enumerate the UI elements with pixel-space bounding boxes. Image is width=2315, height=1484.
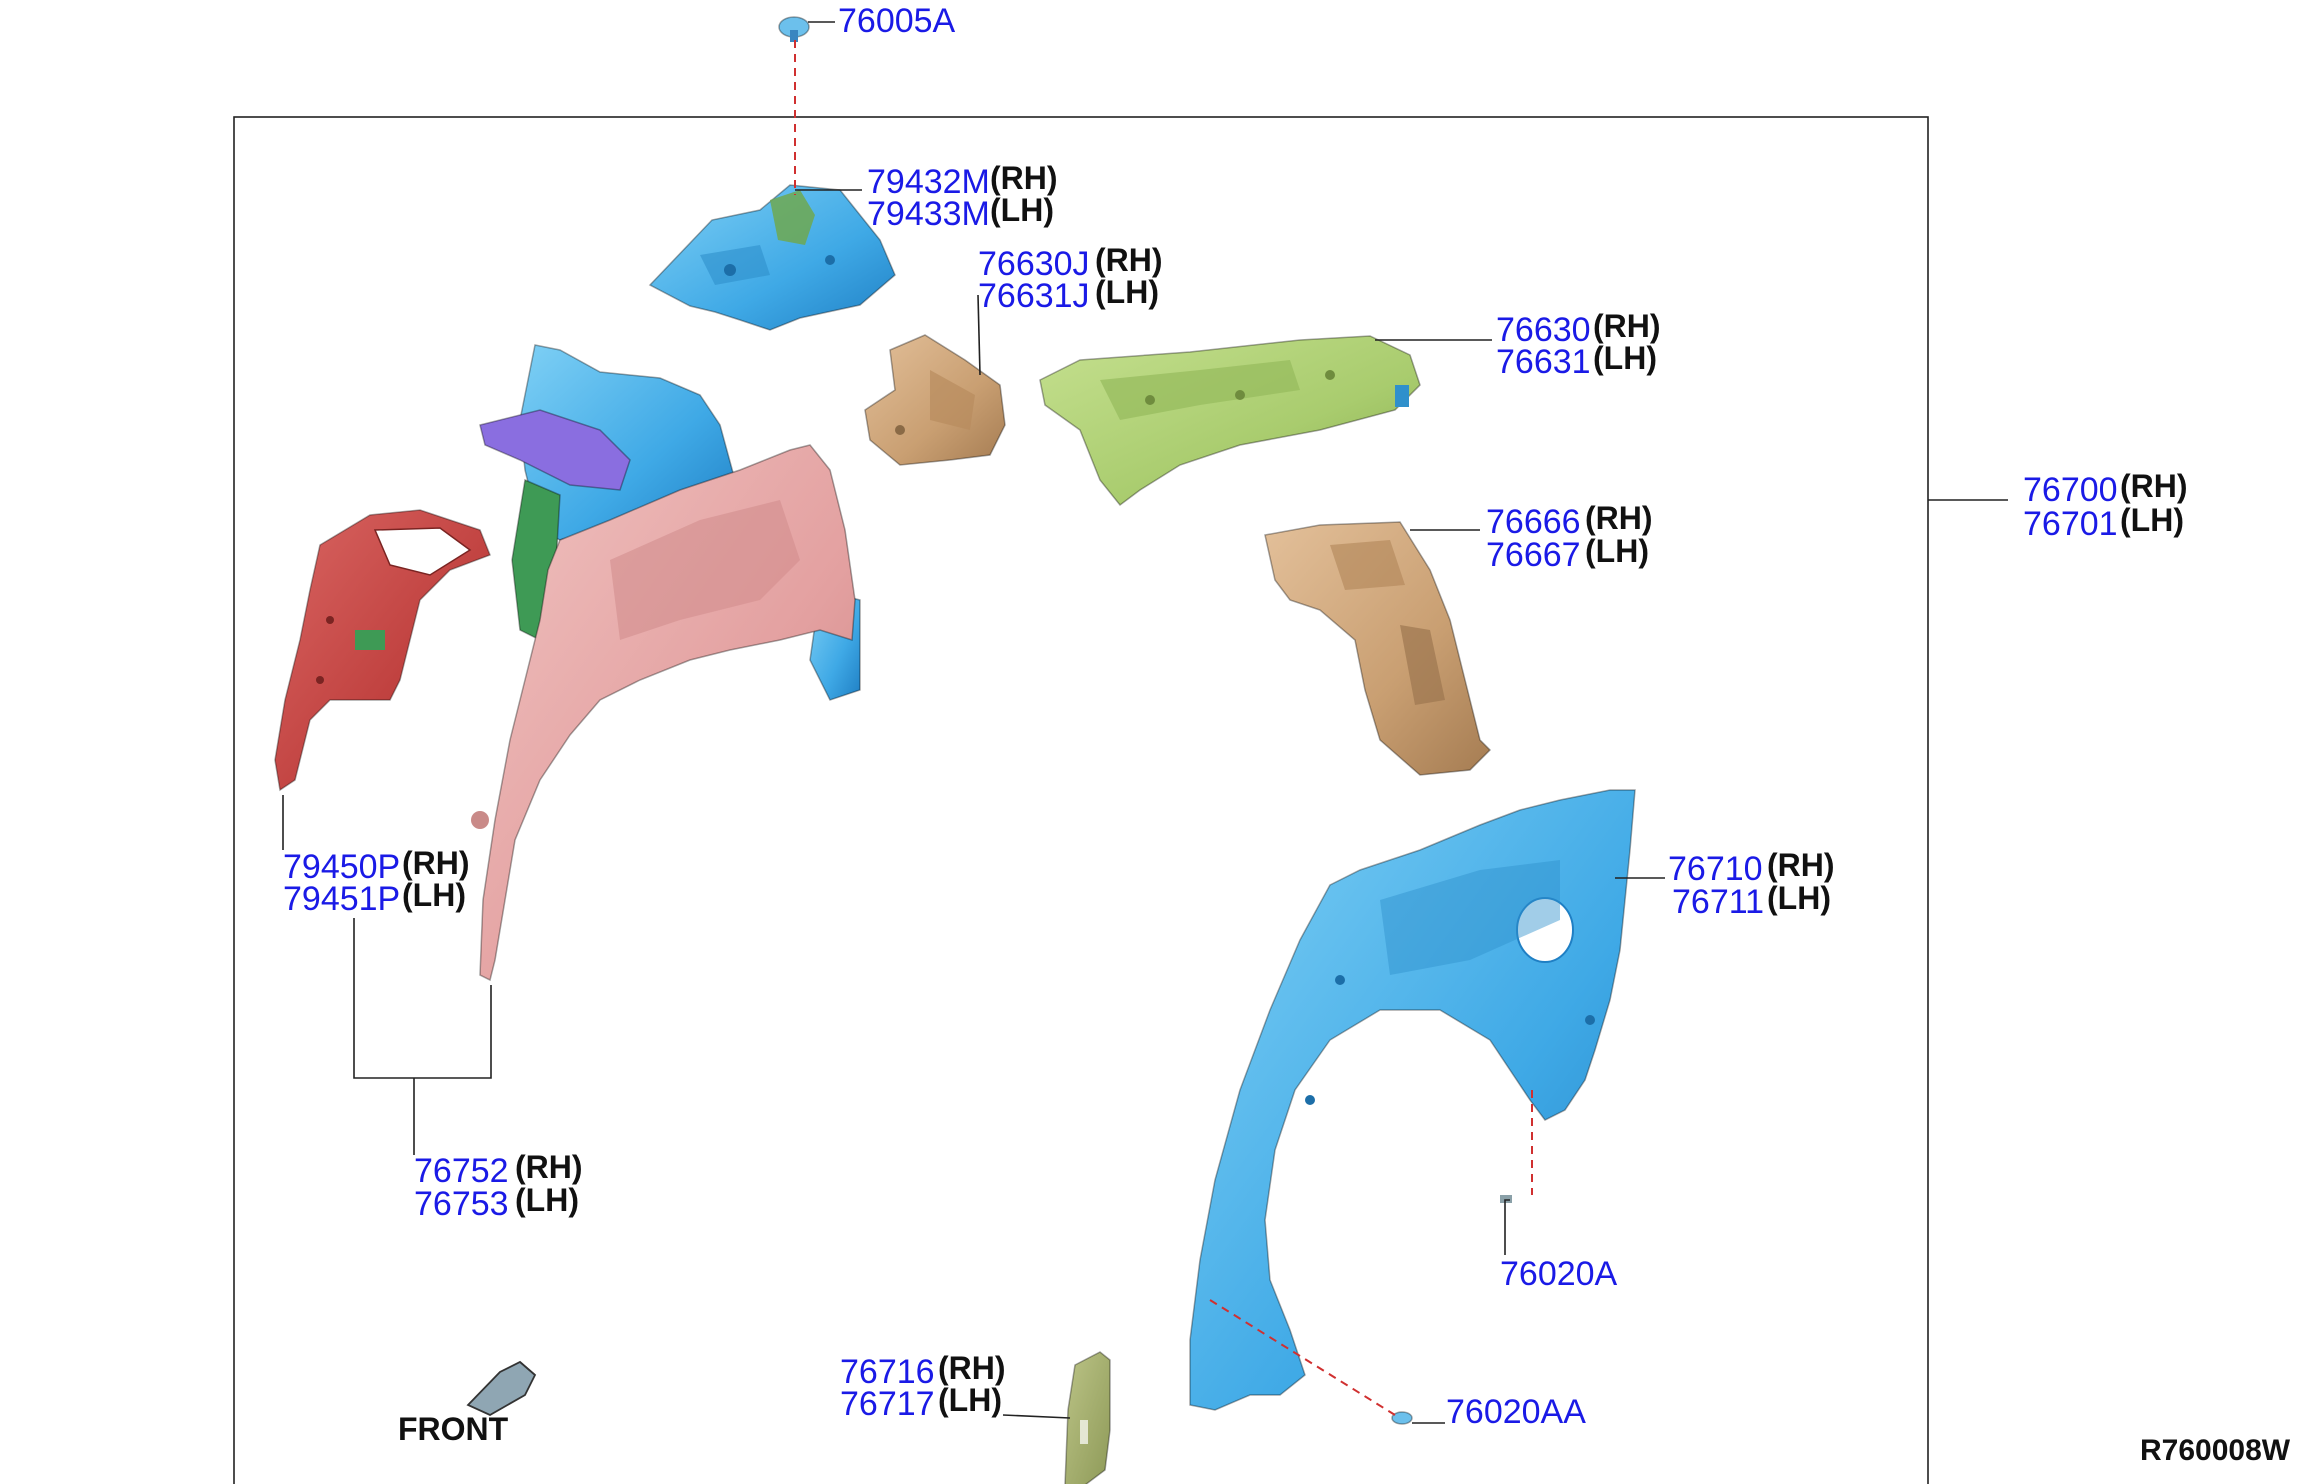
part-number-rh[interactable]: 76020AA: [1446, 1393, 1586, 1431]
part-number-lh[interactable]: 76711: [1672, 883, 1764, 921]
part-number-lh[interactable]: 79451P: [283, 880, 400, 918]
part-number-rh[interactable]: 76005A: [838, 2, 956, 40]
side-lh-label: (LH): [1095, 274, 1159, 310]
plate-part-76716[interactable]: [1064, 1351, 1111, 1484]
side-lh-label: (LH): [2120, 502, 2184, 538]
leader-lines: [282, 21, 2008, 1424]
clip-part-76020aa[interactable]: [1391, 1411, 1413, 1425]
side-rh-label: (RH): [1767, 847, 1835, 883]
part-number-rh[interactable]: 76666: [1486, 503, 1581, 541]
side-rh-label: (RH): [1593, 308, 1661, 344]
side-lh-label: (LH): [1593, 340, 1657, 376]
diagram-code: R760008W: [2140, 1434, 2291, 1467]
side-rh-label: (RH): [402, 845, 470, 881]
part-number-lh[interactable]: 76631J: [978, 277, 1090, 315]
bracket-part-76666[interactable]: [1264, 521, 1492, 776]
front-label: FRONT: [398, 1411, 509, 1447]
part-number-lh[interactable]: 76667: [1486, 536, 1581, 574]
part-number-lh[interactable]: 79433M: [867, 195, 990, 233]
callout-79432m: 79432M (RH) 79433M (LH): [867, 160, 1058, 233]
side-lh-label: (LH): [1767, 880, 1831, 916]
side-rh-label: (RH): [1095, 242, 1163, 278]
callout-76630: 76630 (RH) 76631 (LH): [1496, 308, 1661, 381]
side-lh-label: (LH): [402, 877, 466, 913]
callout-76020aa: 76020AA: [1446, 1393, 1586, 1431]
callout-76700: 76700 (RH) 76701 (LH): [2023, 468, 2188, 543]
panel-part-79450p[interactable]: [274, 509, 491, 792]
side-rh-label: (RH): [1585, 500, 1653, 536]
part-number-lh[interactable]: 76631: [1496, 343, 1591, 381]
clip-part-76005a[interactable]: [778, 16, 810, 42]
callout-76005a: 76005A: [838, 2, 956, 40]
side-lh-label: (LH): [938, 1382, 1002, 1418]
panel-part-76630[interactable]: [1039, 335, 1421, 507]
part-number-rh[interactable]: 76700: [2023, 471, 2118, 509]
callout-76630j: 76630J (RH) 76631J (LH): [978, 242, 1163, 315]
callout-76752: 76752 (RH) 76753 (LH): [414, 1149, 583, 1223]
side-rh-label: (RH): [938, 1350, 1006, 1386]
wheelhouse-part-76752[interactable]: [471, 444, 856, 982]
side-lh-label: (LH): [1585, 533, 1649, 569]
side-rh-label: (RH): [990, 160, 1058, 196]
part-number-lh[interactable]: 76717: [840, 1385, 935, 1423]
part-number-rh[interactable]: 76630J: [978, 245, 1090, 283]
callout-76716: 76716 (RH) 76717 (LH): [840, 1350, 1006, 1423]
callout-79450p: 79450P (RH) 79451P (LH): [283, 845, 470, 918]
callout-76020a: 76020A: [1500, 1255, 1618, 1293]
side-lh-label: (LH): [515, 1182, 579, 1218]
side-rh-label: (RH): [515, 1149, 583, 1185]
side-rh-label: (RH): [2120, 468, 2188, 504]
callout-76666: 76666 (RH) 76667 (LH): [1486, 500, 1653, 574]
part-number-lh[interactable]: 76753: [414, 1185, 509, 1223]
part-number-rh[interactable]: 76716: [840, 1353, 935, 1391]
part-number-rh[interactable]: 79432M: [867, 163, 990, 201]
bracket-part-76630j[interactable]: [864, 334, 1006, 466]
clip-part-76020a[interactable]: [1500, 1195, 1512, 1203]
front-arrow-icon: [466, 1360, 537, 1417]
part-number-rh[interactable]: 76020A: [1500, 1255, 1618, 1293]
part-number-rh[interactable]: 76630: [1496, 311, 1591, 349]
callout-76710: 76710 (RH) 76711 (LH): [1668, 847, 1835, 921]
diagram-frame: [233, 116, 1929, 1484]
side-lh-label: (LH): [990, 192, 1054, 228]
wheelhouse-part-76710[interactable]: [1189, 789, 1636, 1411]
part-number-rh[interactable]: 76710: [1668, 850, 1763, 888]
bracket-part-79432m[interactable]: [648, 184, 896, 331]
part-number-rh[interactable]: 79450P: [283, 848, 400, 886]
part-number-lh[interactable]: 76701: [2023, 505, 2118, 543]
part-number-rh[interactable]: 76752: [414, 1152, 509, 1190]
